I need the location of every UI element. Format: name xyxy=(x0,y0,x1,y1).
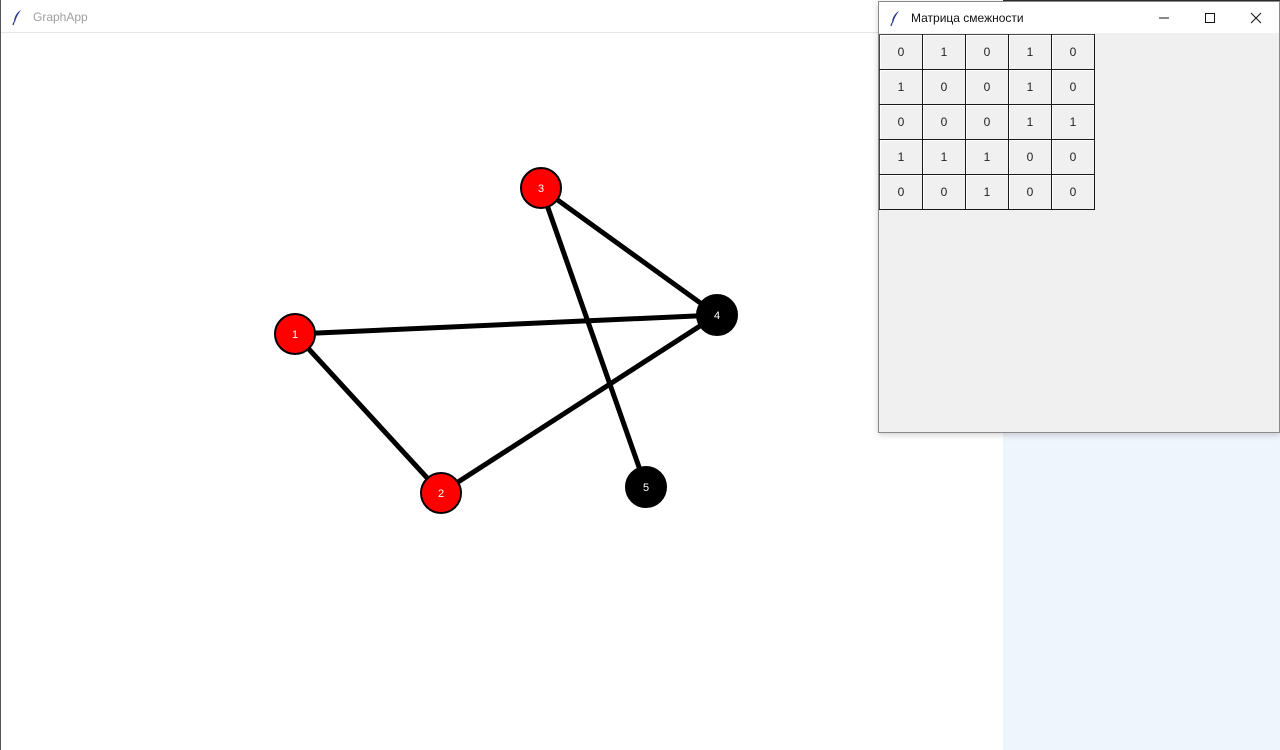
matrix-cell: 0 xyxy=(1008,174,1052,210)
matrix-cell: 0 xyxy=(1008,139,1052,175)
matrix-window-title: Матрица смежности xyxy=(911,10,1024,25)
node-label: 5 xyxy=(643,482,649,494)
matrix-cell: 0 xyxy=(1051,174,1095,210)
graph-node-3[interactable]: 3 xyxy=(520,167,562,209)
matrix-cell: 0 xyxy=(879,174,923,210)
maximize-button[interactable] xyxy=(1187,2,1233,33)
edge-2-4 xyxy=(439,312,719,496)
minimize-button[interactable] xyxy=(1141,2,1187,33)
node-label: 2 xyxy=(438,488,444,500)
graph-node-4[interactable]: 4 xyxy=(696,294,738,336)
matrix-cell: 1 xyxy=(922,34,966,70)
matrix-cell: 0 xyxy=(1051,69,1095,105)
graph-node-5[interactable]: 5 xyxy=(625,466,667,508)
edge-1-4 xyxy=(294,312,718,337)
matrix-cell: 1 xyxy=(965,139,1009,175)
window-controls xyxy=(1141,2,1279,33)
close-icon xyxy=(1250,12,1262,23)
node-label: 3 xyxy=(538,183,544,195)
node-circle xyxy=(625,466,667,508)
matrix-cell: 1 xyxy=(1051,104,1095,140)
matrix-cell: 0 xyxy=(922,174,966,210)
node-label: 1 xyxy=(292,329,298,341)
node-circle xyxy=(696,294,738,336)
node-circle xyxy=(520,167,562,209)
matrix-cell: 1 xyxy=(879,69,923,105)
close-button[interactable] xyxy=(1233,2,1279,33)
matrix-cell: 0 xyxy=(965,104,1009,140)
graph-node-1[interactable]: 1 xyxy=(274,313,316,355)
matrix-titlebar[interactable]: Матрица смежности xyxy=(879,2,1279,33)
main-titlebar[interactable]: GraphApp xyxy=(1,2,1003,33)
edge-1-2 xyxy=(293,332,443,495)
main-window-title: GraphApp xyxy=(33,10,88,24)
matrix-cell: 0 xyxy=(879,34,923,70)
node-circle xyxy=(420,472,462,514)
matrix-cell: 1 xyxy=(965,174,1009,210)
matrix-cell: 1 xyxy=(922,139,966,175)
matrix-cell: 1 xyxy=(1008,104,1052,140)
edge-3-5 xyxy=(538,187,649,488)
node-circle xyxy=(274,313,316,355)
maximize-icon xyxy=(1205,12,1215,23)
matrix-cell: 0 xyxy=(879,104,923,140)
feather-icon xyxy=(890,10,899,26)
matrix-cell: 1 xyxy=(1008,69,1052,105)
matrix-cell: 0 xyxy=(922,104,966,140)
matrix-cell: 0 xyxy=(922,69,966,105)
edge-3-4 xyxy=(539,185,719,318)
matrix-cell: 1 xyxy=(879,139,923,175)
minimize-icon xyxy=(1159,17,1169,18)
graph-node-2[interactable]: 2 xyxy=(420,472,462,514)
main-window: GraphApp 1 2 3 4 5 xyxy=(0,0,1003,750)
matrix-cell: 0 xyxy=(1051,34,1095,70)
matrix-cell: 0 xyxy=(965,34,1009,70)
matrix-cell: 0 xyxy=(965,69,1009,105)
feather-icon xyxy=(12,10,21,26)
matrix-cell: 1 xyxy=(1008,34,1052,70)
node-label: 4 xyxy=(714,310,720,322)
graph-canvas[interactable]: 1 2 3 4 5 xyxy=(1,0,1004,750)
matrix-cell: 0 xyxy=(1051,139,1095,175)
